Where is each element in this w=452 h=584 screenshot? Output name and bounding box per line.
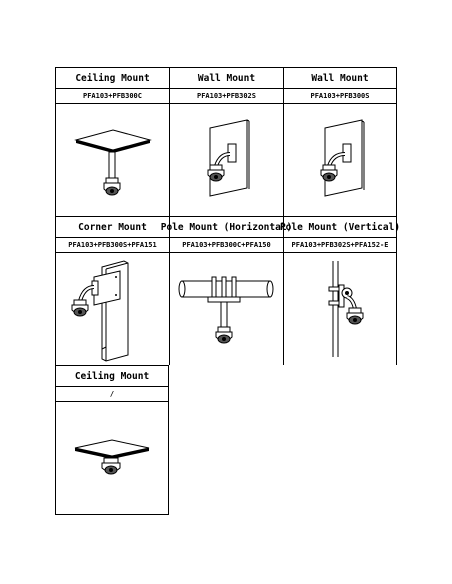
mount-title: Wall Mount: [311, 72, 369, 84]
table-row: Ceiling Mount PFA103+PFB300C Wall Mount …: [55, 67, 399, 216]
mount-title: Ceiling Mount: [74, 370, 150, 382]
corner-mount-icon: [56, 252, 169, 365]
mount-model: /: [56, 386, 168, 401]
mount-cell: Ceiling Mount PFA103+PFB300C: [55, 67, 169, 216]
mount-cell: Corner Mount PFA103+PFB300S+PFA151: [55, 216, 169, 365]
pole-mount-vertical-icon: [284, 252, 396, 365]
mount-model: PFA103+PFB300S+PFA151: [56, 237, 169, 252]
pole-mount-horizontal-icon: [170, 252, 283, 365]
mount-model: PFA103+PFB300C+PFA150: [170, 237, 283, 252]
mount-cell: Pole Mount (Vertical) PFA103+PFB302S+PFA…: [279, 216, 401, 365]
mount-model: PFA103+PFB302S: [170, 88, 283, 103]
mount-model: PFA103+PFB302S+PFA152-E: [284, 237, 396, 252]
mount-title: Ceiling Mount: [75, 72, 150, 84]
mount-title: Pole Mount (Vertical): [279, 221, 401, 233]
wall-mount-icon: [170, 103, 283, 216]
mount-cell: Wall Mount PFA103+PFB300S: [283, 67, 397, 216]
mount-cell: Wall Mount PFA103+PFB302S: [169, 67, 283, 216]
mount-cell: Ceiling Mount /: [55, 365, 169, 515]
mount-cell: Pole Mount (Horizontal) PFA103+PFB300C+P…: [160, 216, 293, 365]
mount-model: PFA103+PFB300S: [284, 88, 396, 103]
mount-model: PFA103+PFB300C: [56, 88, 169, 103]
ceiling-mount-long-icon: [56, 103, 169, 216]
table-row: Corner Mount PFA103+PFB300S+PFA151: [55, 216, 401, 365]
mount-table: Ceiling Mount PFA103+PFB300C Wall Mount …: [55, 67, 401, 515]
mount-title: Wall Mount: [197, 72, 256, 84]
mount-title: Corner Mount: [78, 221, 147, 233]
mount-title: Pole Mount (Horizontal): [160, 221, 293, 233]
wall-mount-icon: [284, 103, 396, 216]
table-row: Ceiling Mount /: [55, 365, 399, 515]
ceiling-mount-short-icon: [56, 401, 168, 514]
